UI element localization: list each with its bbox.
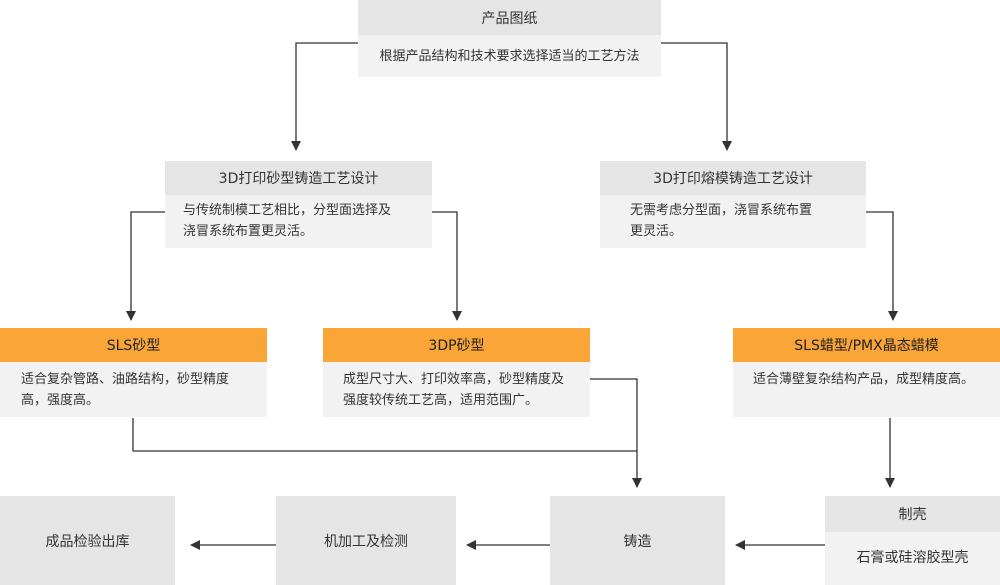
node-title: SLS蜡型/PMX晶态蜡模	[733, 328, 1000, 362]
arrow-drawing-to-investment-design	[661, 42, 732, 151]
description-line: 浇冒系统布置更灵活。	[183, 224, 314, 239]
node-description: 成型尺寸大、打印效率高，砂型精度及 强度较传统工艺高，适用范围广。	[323, 362, 590, 417]
node-title: 产品图纸	[358, 0, 661, 35]
node-description: 适合薄壁复杂结构产品，成型精度高。	[733, 362, 1000, 417]
node-title: 制壳	[825, 496, 1000, 532]
arrow-sand-design-to-sls-sand	[126, 211, 165, 321]
description-line: 更灵活。	[630, 224, 683, 239]
node-description: 石膏或硅溶胶型壳	[825, 532, 1000, 585]
node-sls-sand-mold: SLS砂型 适合复杂管路、油路结构，砂型精度 高，强度高。	[0, 328, 267, 417]
arrow-sls-sand-to-casting	[132, 418, 637, 452]
node-sls-wax-pattern: SLS蜡型/PMX晶态蜡模 适合薄壁复杂结构产品，成型精度高。	[733, 328, 1000, 417]
node-3dp-sand-mold: 3DP砂型 成型尺寸大、打印效率高，砂型精度及 强度较传统工艺高，适用范围广。	[323, 328, 590, 417]
node-title: 3D打印砂型铸造工艺设计	[165, 161, 432, 195]
node-shell-making: 制壳 石膏或硅溶胶型壳	[825, 496, 1000, 585]
node-title: SLS砂型	[0, 328, 267, 362]
node-product-drawing: 产品图纸 根据产品结构和技术要求选择适当的工艺方法	[358, 0, 661, 77]
node-description: 适合复杂管路、油路结构，砂型精度 高，强度高。	[0, 362, 267, 417]
description-line: 强度较传统工艺高，适用范围广。	[343, 393, 539, 408]
description-line: 适合复杂管路、油路结构，砂型精度	[21, 372, 230, 387]
description-line: 适合薄壁复杂结构产品，成型精度高。	[753, 372, 975, 387]
arrow-drawing-to-sand-design	[291, 42, 358, 151]
node-investment-casting-design: 3D打印熔模铸造工艺设计 无需考虑分型面，浇冒系统布置 更灵活。	[600, 161, 866, 248]
description-line: 与传统制模工艺相比，分型面选择及	[183, 203, 392, 218]
node-casting: 铸造	[550, 496, 725, 585]
description-line: 成型尺寸大、打印效率高，砂型精度及	[343, 372, 565, 387]
node-description: 无需考虑分型面，浇冒系统布置 更灵活。	[600, 195, 866, 248]
node-description: 与传统制模工艺相比，分型面选择及 浇冒系统布置更灵活。	[165, 195, 432, 248]
node-title: 3D打印熔模铸造工艺设计	[600, 161, 866, 195]
description-line: 无需考虑分型面，浇冒系统布置	[630, 203, 813, 218]
node-final-inspection-warehouse: 成品检验出库	[0, 496, 175, 585]
node-description: 根据产品结构和技术要求选择适当的工艺方法	[358, 35, 661, 77]
node-title: 3DP砂型	[323, 328, 590, 362]
arrow-sand-design-to-3dp-sand	[432, 211, 462, 321]
node-sand-casting-design: 3D打印砂型铸造工艺设计 与传统制模工艺相比，分型面选择及 浇冒系统布置更灵活。	[165, 161, 432, 248]
arrow-3dp-sand-to-casting	[590, 378, 642, 488]
arrow-investment-design-to-sls-wax	[866, 211, 898, 321]
node-machining-inspection: 机加工及检测	[276, 496, 456, 585]
description-line: 高，强度高。	[21, 393, 100, 408]
